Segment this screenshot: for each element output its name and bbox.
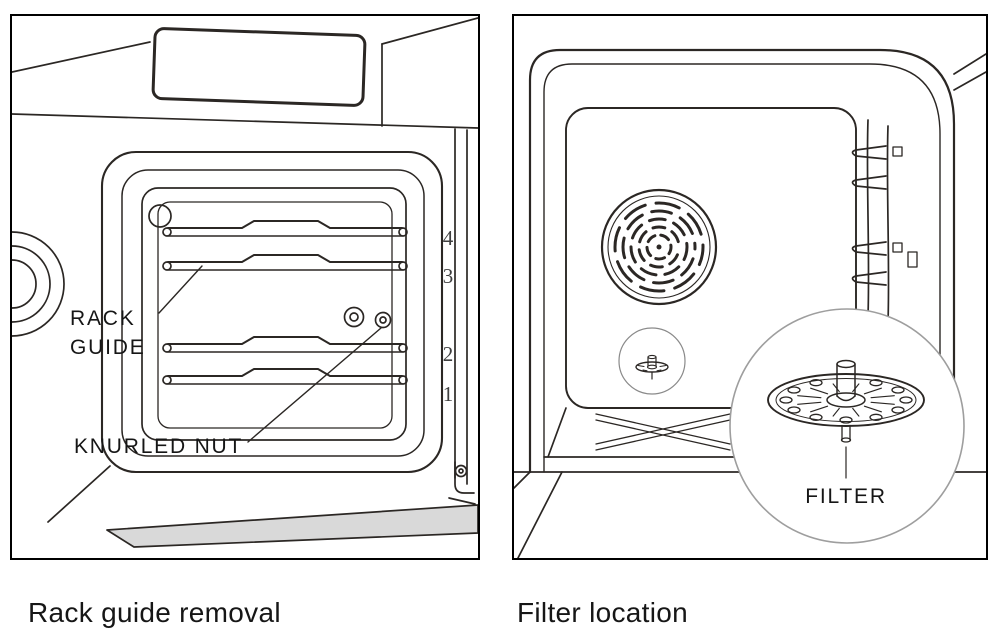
rack-position-4: 4 bbox=[443, 226, 454, 250]
filter-spokes bbox=[797, 383, 895, 417]
rail-level-3 bbox=[162, 254, 408, 271]
knurled-nut-label: KNURLED NUT bbox=[74, 435, 243, 458]
rail-level-4 bbox=[162, 220, 408, 237]
rack-guide-rails bbox=[162, 220, 408, 385]
oven-face-frame bbox=[100, 128, 468, 485]
rack-guide-removal-drawing: RACK GUIDE KNURLED NUT 4 3 2 1 bbox=[12, 17, 478, 548]
caption-filter-location: Filter location bbox=[517, 597, 689, 628]
filter-holes bbox=[779, 379, 913, 424]
door-edge-line bbox=[47, 465, 111, 523]
rack-position-numbers: 4 3 2 1 bbox=[443, 226, 454, 406]
rack-position-3: 3 bbox=[443, 264, 454, 288]
knurled-nut-leader-line bbox=[247, 327, 382, 443]
filter-location-marker bbox=[618, 327, 686, 395]
cavity-hole bbox=[148, 204, 172, 228]
rack-position-2: 2 bbox=[443, 342, 454, 366]
filter-label: FILTER bbox=[805, 485, 887, 508]
oven-cavity bbox=[12, 187, 407, 441]
convection-fan-cover bbox=[600, 188, 718, 306]
filter-detail bbox=[767, 359, 925, 479]
display-window bbox=[151, 27, 367, 107]
knurled-nut-icon bbox=[343, 306, 392, 329]
rail-level-2 bbox=[162, 336, 408, 353]
rack-guide-leader-line bbox=[158, 265, 203, 314]
oven-top-section bbox=[12, 17, 478, 129]
magnifier: FILTER bbox=[729, 308, 965, 544]
filter-stem bbox=[840, 424, 852, 443]
rack-guide-label-line2: GUIDE bbox=[70, 336, 146, 359]
rail-level-1 bbox=[162, 368, 408, 385]
filter-location-drawing: FILTER bbox=[514, 48, 986, 558]
side-rack-rails bbox=[851, 119, 918, 323]
caption-rack-guide-removal: Rack guide removal bbox=[28, 597, 281, 628]
open-door bbox=[106, 504, 478, 548]
filter-hub bbox=[826, 392, 866, 408]
filter-post bbox=[836, 359, 856, 402]
rack-guide-removal-figure: RACK GUIDE KNURLED NUT 4 3 2 1 bbox=[10, 14, 480, 560]
cavity-latch bbox=[907, 251, 918, 268]
rack-guide-label-line1: RACK bbox=[70, 307, 136, 330]
side-fan-arc bbox=[12, 259, 37, 309]
oven-frame bbox=[528, 48, 986, 474]
door-hinge-icon bbox=[448, 461, 476, 505]
filter-location-figure: FILTER bbox=[512, 14, 988, 560]
floor-emboss-x bbox=[595, 413, 731, 451]
rack-position-1: 1 bbox=[443, 382, 454, 406]
